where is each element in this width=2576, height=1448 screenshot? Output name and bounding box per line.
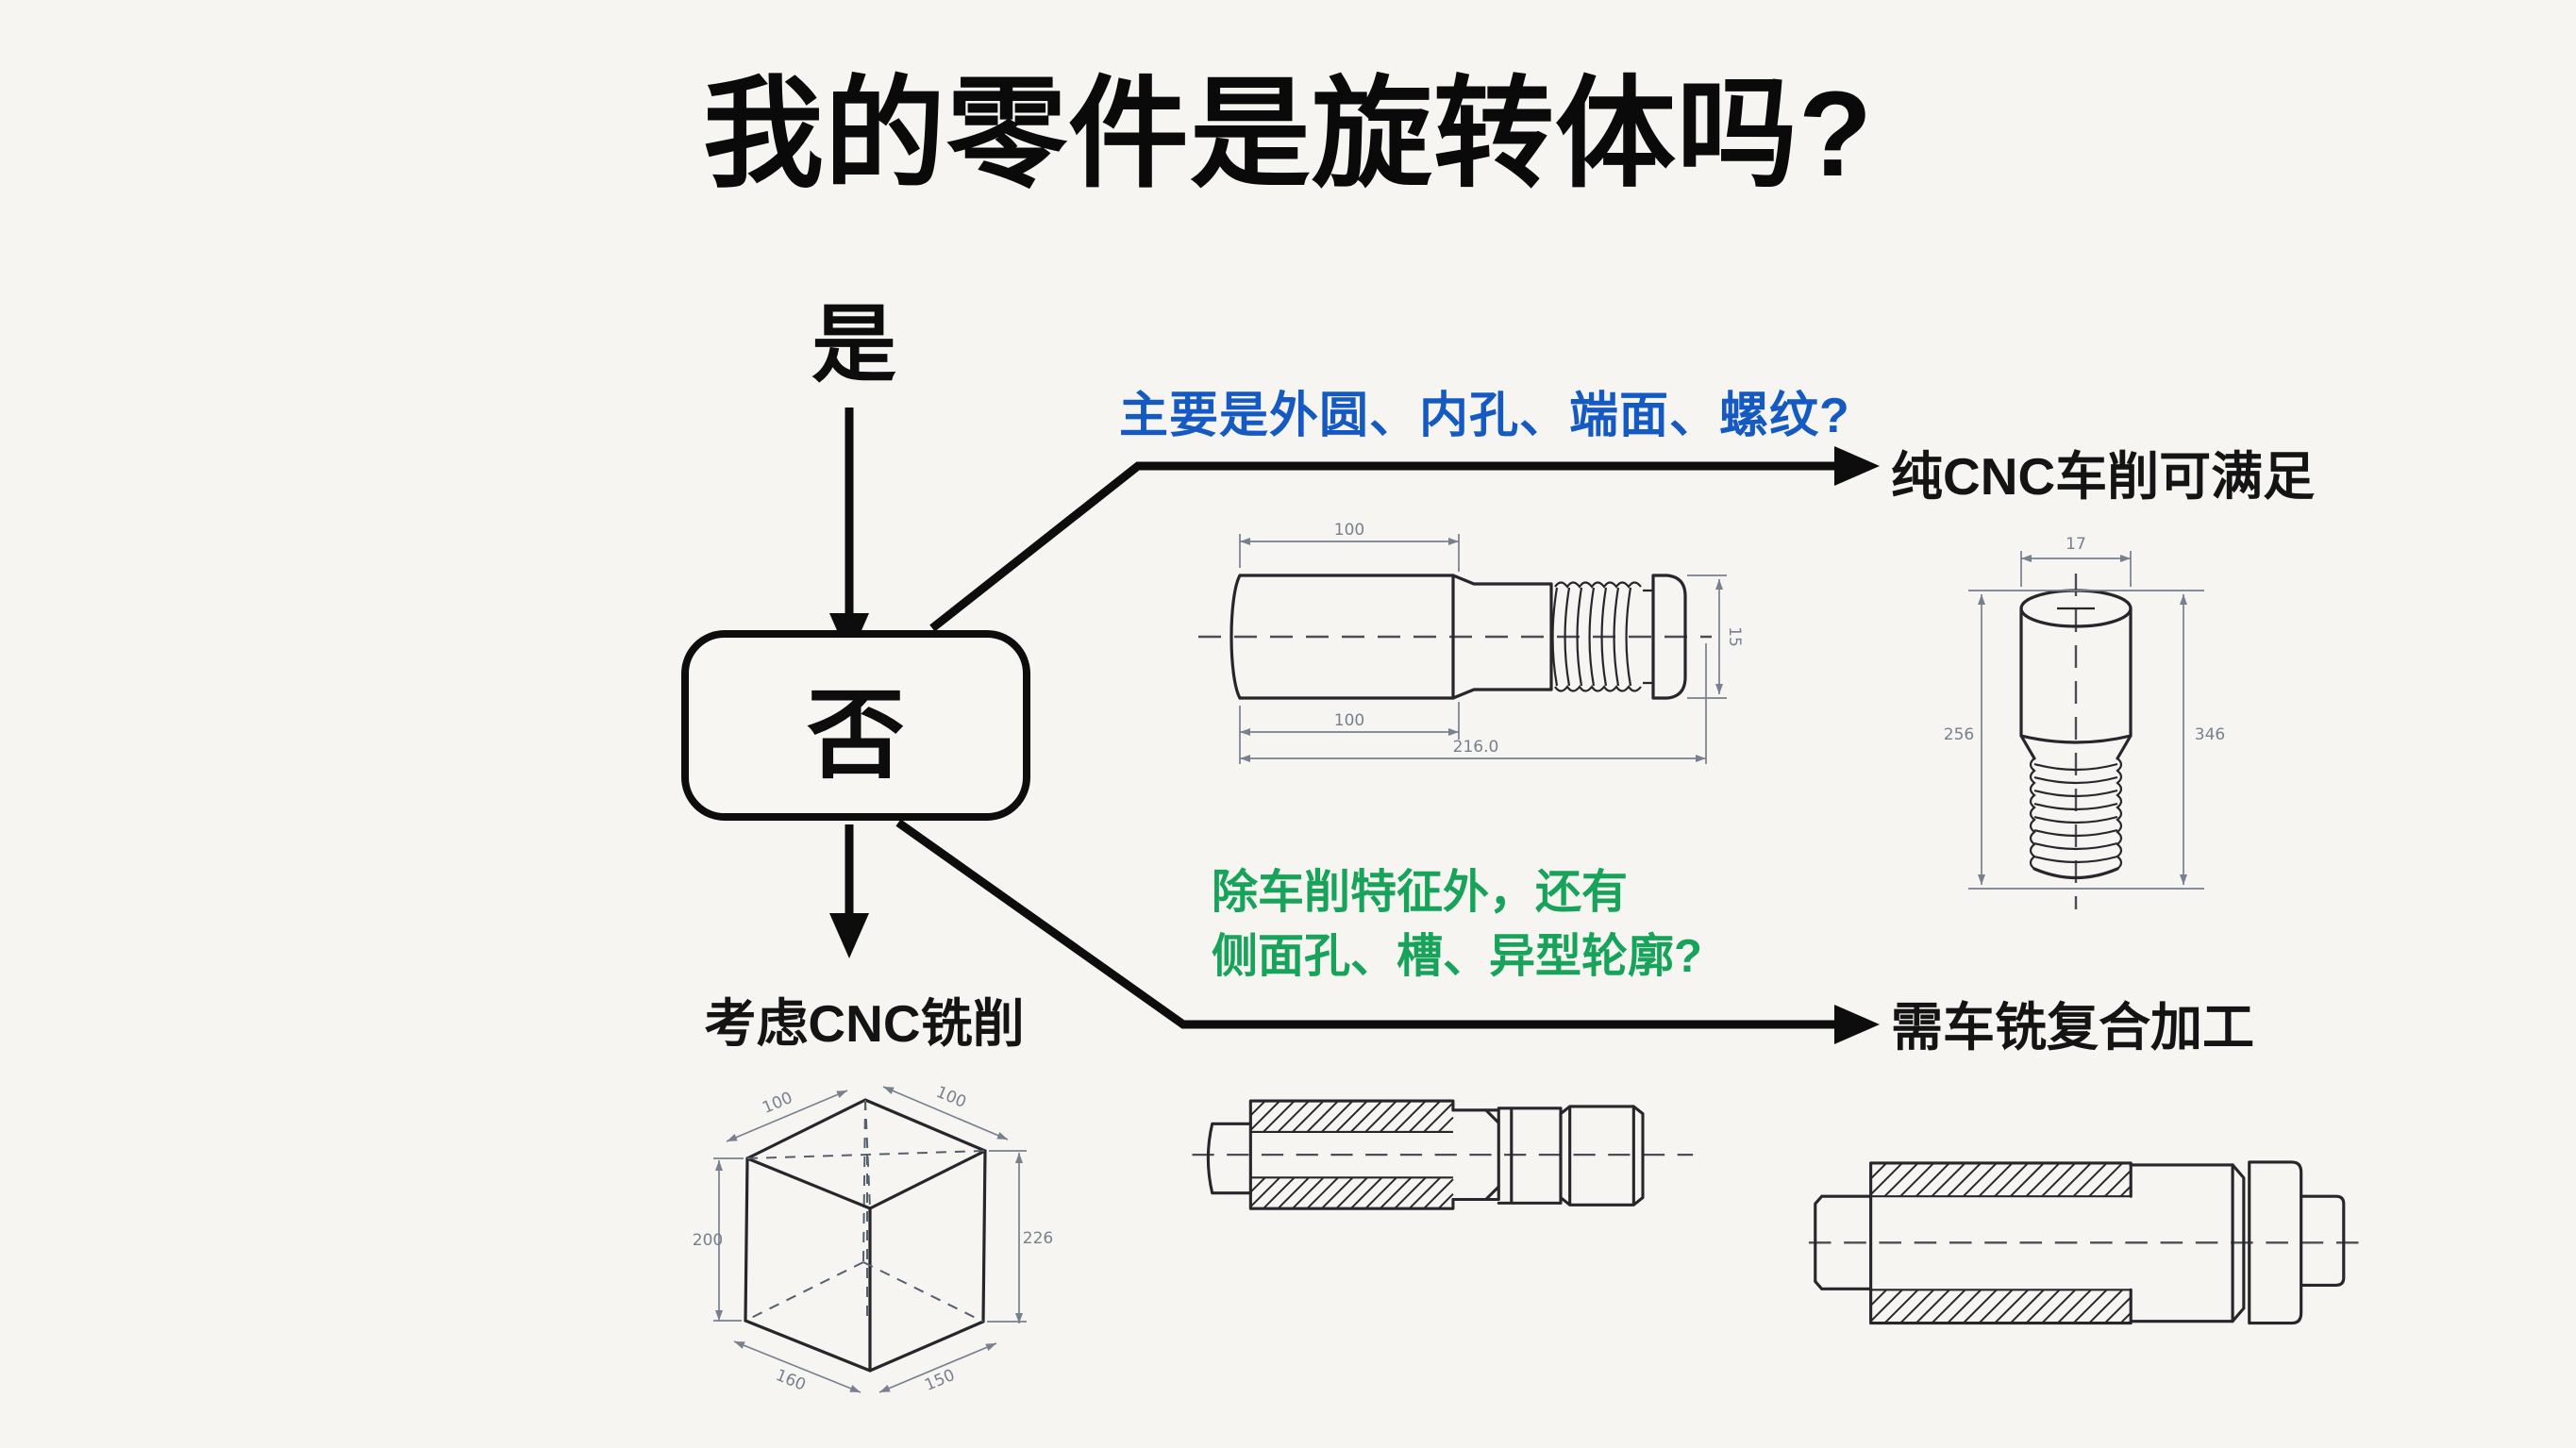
neck-section xyxy=(1451,1108,1500,1202)
arrowhead-turning-branch xyxy=(1834,446,1880,486)
arrowhead-milling-branch xyxy=(1834,1005,1880,1044)
turned-shaft-drawing: 100 100 216.0 15 xyxy=(1198,521,1744,764)
cube-vertical-edges xyxy=(744,1149,987,1373)
dim-label-right: 15 xyxy=(1725,626,1744,647)
groove xyxy=(2231,1163,2246,1323)
dim-label-top: 100 xyxy=(1334,521,1364,540)
shaft-left-edge xyxy=(1229,574,1242,700)
dim-label-bottom-right: 150 xyxy=(922,1366,958,1395)
stud-body xyxy=(2019,607,2133,760)
thread-runout xyxy=(1643,589,1653,685)
cube-bottom-edges xyxy=(744,1319,985,1373)
dim-label-top-right: 100 xyxy=(933,1083,969,1112)
yes-label: 是 xyxy=(811,298,896,392)
no-branch-result: 考虑CNC铣削 xyxy=(704,994,1025,1053)
dim-label-right: 346 xyxy=(2195,725,2225,744)
dim-label-left: 256 xyxy=(1944,725,1974,744)
end-flange xyxy=(1651,574,1687,700)
cube-drawing: 100 100 200 226 160 150 xyxy=(693,1083,1053,1395)
milling-question: 除车削特征外，还有 侧面孔、槽、异型轮廓? xyxy=(1212,860,1702,989)
milling-question-line2: 侧面孔、槽、异型轮廓? xyxy=(1212,931,1702,982)
left-stub xyxy=(1206,1122,1252,1195)
dim-label-left: 200 xyxy=(693,1231,723,1250)
dim-label-top-left: 100 xyxy=(760,1089,795,1118)
turning-result: 纯CNC车削可满足 xyxy=(1891,447,2316,506)
turning-question: 主要是外圆、内孔、端面、螺纹? xyxy=(1119,389,1850,443)
no-box-label: 否 xyxy=(806,680,905,791)
shaft-mid-section xyxy=(1451,574,1553,700)
page-title: 我的零件是旋转体吗? xyxy=(702,67,1874,202)
thread-left-edge xyxy=(2029,757,2036,870)
left-stub xyxy=(1814,1194,1873,1290)
shaft-body xyxy=(1238,574,1455,700)
arrowhead-no-to-milling xyxy=(829,913,869,958)
dim-label-right: 226 xyxy=(1023,1229,1053,1248)
dim-label-top: 17 xyxy=(2066,535,2086,554)
cube-hidden-edges xyxy=(744,1099,984,1323)
threaded-stud-drawing: 17 256 346 xyxy=(1944,535,2225,909)
cube-construction-lines xyxy=(746,1099,986,1317)
step-block-2 xyxy=(1559,1105,1645,1207)
dim-label-bottom-left: 160 xyxy=(773,1366,809,1395)
hatch-bottom-band xyxy=(1249,1176,1454,1209)
sectioned-shaft-a-drawing xyxy=(1192,1099,1694,1210)
step-block-1 xyxy=(1497,1107,1563,1205)
connector-turning-branch xyxy=(929,461,1836,632)
dim-label-bottom: 100 xyxy=(1334,711,1364,730)
hatch-bottom-band xyxy=(1869,1289,2132,1324)
thread-crest-top xyxy=(1554,581,1642,589)
dim-label-overall: 216.0 xyxy=(1453,738,1499,757)
bore-lines xyxy=(1870,1195,2132,1291)
thread-ridges xyxy=(1551,587,1632,687)
right-stub xyxy=(2300,1194,2346,1287)
thread-ridges xyxy=(2033,762,2118,864)
stud-bottom-arc xyxy=(2032,867,2119,880)
hatch-top-band xyxy=(1249,1100,1454,1133)
sectioned-shaft-b-drawing xyxy=(1808,1160,2371,1325)
ring-section xyxy=(2248,1160,2303,1325)
no-decision-box: 否 xyxy=(681,630,1030,821)
main-body xyxy=(1869,1161,2133,1325)
thread-right-edge xyxy=(2116,757,2123,870)
hatch-top-band xyxy=(1869,1162,2132,1197)
connector-milling-branch xyxy=(895,819,1836,1029)
plain-section xyxy=(2129,1163,2234,1323)
milling-question-line1: 除车削特征外，还有 xyxy=(1212,867,1629,918)
milling-result: 需车铣复合加工 xyxy=(1891,998,2255,1057)
thread-crest-bottom xyxy=(1554,685,1642,692)
